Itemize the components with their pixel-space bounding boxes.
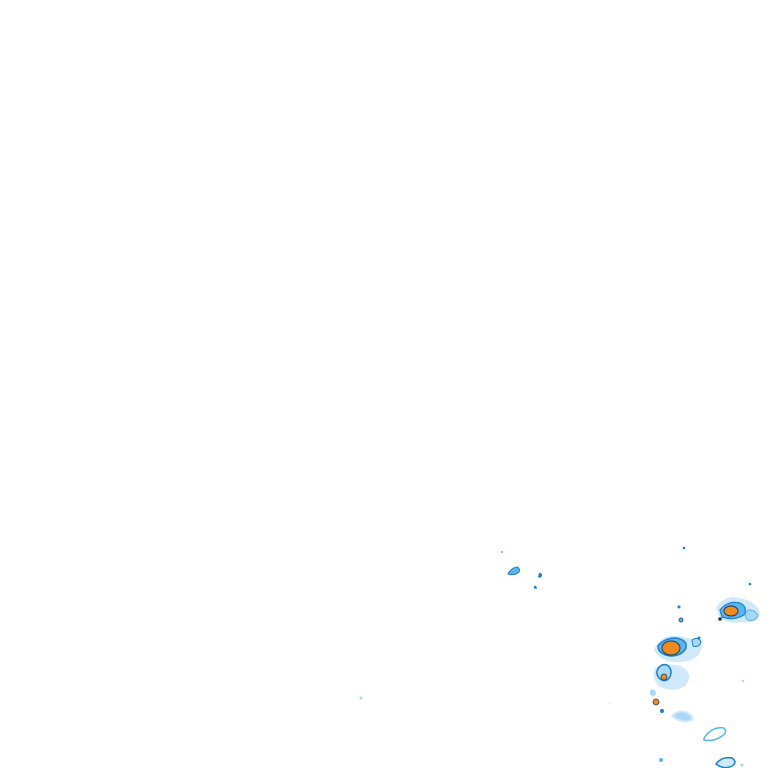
echo-cluster-west — [507, 566, 542, 589]
echo-speck — [501, 551, 503, 553]
echo-speck — [678, 617, 684, 623]
echo-outline — [650, 689, 656, 696]
echo-speck — [748, 582, 752, 586]
echo-speck — [741, 679, 745, 683]
echo-cell — [507, 566, 521, 576]
echo-speck — [660, 709, 664, 713]
storm-cell-south — [650, 663, 690, 713]
echo-speck — [609, 702, 611, 704]
echo-speck — [677, 605, 681, 609]
echo-outline — [703, 726, 727, 742]
echo-intense-core — [661, 640, 681, 656]
echo-speck — [359, 696, 363, 700]
echo-speck — [697, 636, 701, 640]
echo-speck — [659, 758, 663, 762]
echo-speck — [682, 546, 686, 550]
echo-speck — [718, 617, 722, 621]
light-echo-bands — [659, 710, 744, 768]
speck-echoes — [359, 546, 752, 704]
echo-outline — [745, 609, 759, 621]
echo-intense-core — [723, 605, 739, 617]
storm-cell-east — [716, 597, 760, 623]
echo-speck — [740, 763, 744, 767]
echo-outline — [691, 637, 702, 647]
echo-medium-area — [656, 663, 672, 682]
echo-cell — [538, 572, 542, 578]
echo-intense-core — [660, 673, 668, 681]
echo-speck — [652, 698, 660, 706]
echo-light-area — [670, 710, 694, 723]
echo-cell — [534, 585, 537, 589]
storm-cell-central — [654, 605, 702, 663]
